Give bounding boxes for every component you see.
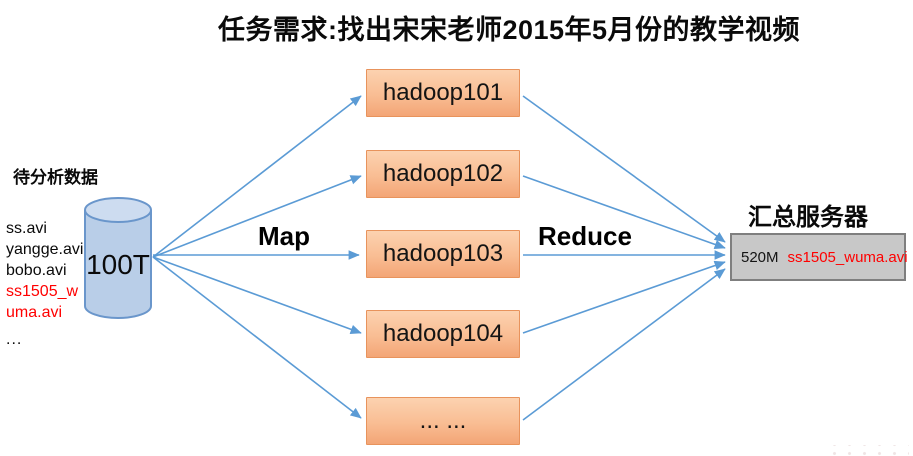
source-data-heading: 待分析数据 [13,168,98,187]
result-server-box: 520M ss1505_wuma.avi [730,233,908,281]
cylinder-capacity-label: 100T [86,249,150,280]
result-file-name: ss1505_wuma.avi [787,248,908,266]
arrow-reduce-node4 [522,260,726,334]
result-server-heading: 汇总服务器 [748,204,868,231]
file-item-highlighted: ss1505_w [6,283,79,300]
map-node-hadoop103: hadoop103 [366,230,520,278]
page-title: 任务需求:找出宋宋老师2015年5月份的教学视频 [217,15,801,45]
file-item-highlighted: uma.avi [6,304,63,321]
map-node-hadoop104: hadoop104 [366,310,520,358]
arrow-map-node2 [152,175,362,258]
map-phase-label: Map [258,221,310,251]
arrow-reduce-node5 [522,268,726,421]
arrow-map-node1 [152,95,362,258]
map-node-ellipsis: ... ... [366,397,520,445]
file-list-ellipsis: ... [6,331,23,348]
map-node-hadoop101: hadoop101 [366,69,520,117]
arrow-map-node4 [152,256,362,334]
source-file-list: ss.avi yangge.avi bobo.avi ss1505_w uma.… [6,218,83,350]
result-size: 520M [741,248,779,266]
map-node-hadoop102: hadoop102 [366,150,520,198]
arrow-map-node5 [152,256,362,419]
database-cylinder-icon [84,197,152,319]
file-item: yangge.avi [6,241,84,258]
watermark [825,445,909,456]
file-item: ss.avi [6,220,47,237]
reduce-phase-label: Reduce [538,221,632,251]
file-item: bobo.avi [6,262,67,279]
